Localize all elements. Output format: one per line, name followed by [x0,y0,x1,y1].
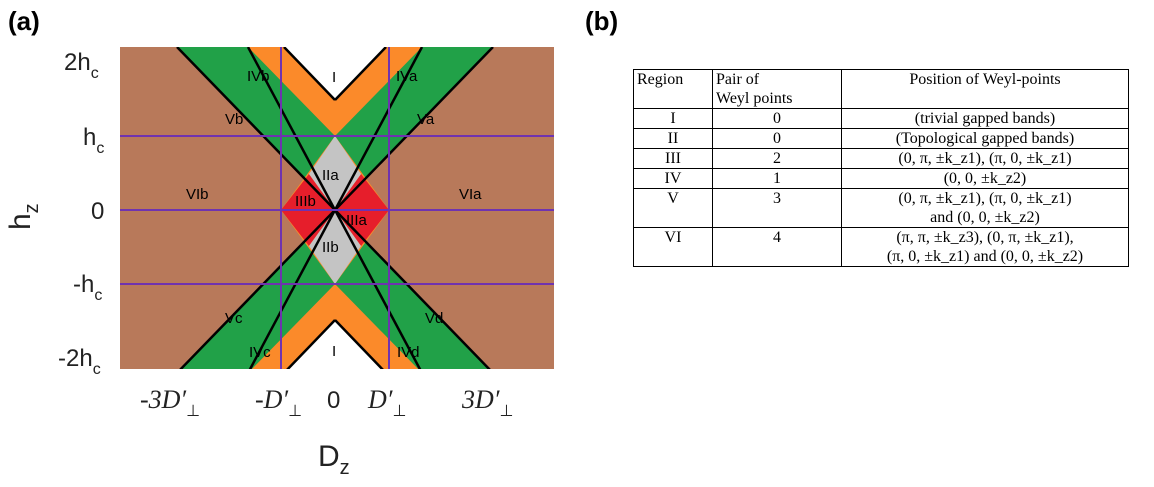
boundary-line [334,319,384,369]
y-axis-title: hz [4,203,43,230]
x-tick-minus-d: -D′⊥ [255,385,302,420]
region-label-VIa: VIa [459,186,482,203]
y-tick-zero: 0 [91,198,104,225]
region-label-I-top: I [332,69,336,86]
column-header-pairs: Pair of Weyl points [712,69,842,109]
cell-region: IV [633,168,713,189]
region-label-IIIa: IIIa [346,212,368,229]
cell-region: V [633,188,713,228]
x-tick-plus-d: D′⊥ [367,385,406,420]
region-IVb-fill [248,47,335,136]
table-header-row: Region Pair of Weyl points Position of W… [633,69,1129,109]
cell-region: II [633,128,713,149]
region-label-Vd: Vd [425,310,443,327]
reference-grid [120,47,554,369]
x-axis-ticks: -3D′⊥ -D′⊥ 0 D′⊥ 3D′⊥ [140,385,513,420]
region-label-Vb: Vb [225,111,243,128]
region-label-IVd: IVd [397,344,420,361]
x-tick-minus-3d: -3D′⊥ [140,385,200,420]
cell-position: (0, π, ±k_z1), (π, 0, ±k_z1) [841,148,1129,169]
y-tick-minus-2hc: -2hc [58,345,101,378]
region-label-Vc: Vc [225,310,243,327]
cell-region: III [633,148,713,169]
panel-b-label: (b) [585,6,619,36]
phase-diagram: I IVa IVb Va Vb IIa IIIb IIIa VIa VIb II… [4,47,554,479]
column-header-position: Position of Weyl-points [841,69,1129,109]
region-label-IVc: IVc [249,344,271,361]
region-labels: I IVa IVb Va Vb IIa IIIb IIIa VIa VIb II… [186,68,482,361]
cell-pairs: 1 [712,168,842,189]
region-label-IVa: IVa [396,68,418,85]
x-axis-title: Dz [318,440,350,479]
region-IIa-fill [309,136,361,210]
region-IVc-fill [251,284,335,369]
cell-pairs: 2 [712,148,842,169]
region-IVd-fill [335,284,419,369]
y-tick-2hc: 2hc [64,49,99,82]
cell-pairs: 0 [712,128,842,149]
cell-pairs: 3 [712,188,842,228]
region-IIb-fill [309,210,361,284]
region-label-IIb: IIb [322,239,339,256]
region-I-top-fill [284,47,386,100]
y-tick-minus-hc: -hc [73,271,102,304]
region-IVa-fill [335,47,422,136]
panel-a-label: (a) [8,6,40,36]
y-axis-ticks: 2hc hc 0 -hc -2hc [58,49,104,378]
boundary-line [334,47,387,101]
x-tick-zero: 0 [327,387,340,414]
region-label-VIb: VIb [186,186,209,203]
cell-position: (0, π, ±k_z1), (π, 0, ±k_z1) and (0, 0, … [841,188,1129,228]
cell-position: (0, 0, ±k_z2) [841,168,1129,189]
cell-pairs: 4 [712,227,842,267]
region-label-IIa: IIa [322,167,339,184]
cell-position: (Topological gapped bands) [841,128,1129,149]
region-I-bottom-fill [287,320,383,369]
region-label-I-bottom: I [332,343,336,360]
cell-position: (trivial gapped bands) [841,108,1129,129]
weyl-points-table: Region Pair of Weyl points Position of W… [633,69,1129,267]
cell-position: (π, π, ±k_z3), (0, π, ±k_z1), (π, 0, ±k_… [841,227,1129,267]
cell-pairs: 0 [712,108,842,129]
cell-region: I [633,108,713,129]
cell-region: VI [633,227,713,267]
region-label-IIIb: IIIb [295,193,316,210]
region-label-Va: Va [417,111,435,128]
y-tick-hc: hc [83,124,104,157]
boundary-line [286,319,336,369]
phase-regions [120,47,554,369]
column-header-region: Region [633,69,713,109]
region-label-IVb: IVb [247,68,270,85]
x-tick-plus-3d: 3D′⊥ [461,385,513,420]
boundary-line [283,47,336,101]
